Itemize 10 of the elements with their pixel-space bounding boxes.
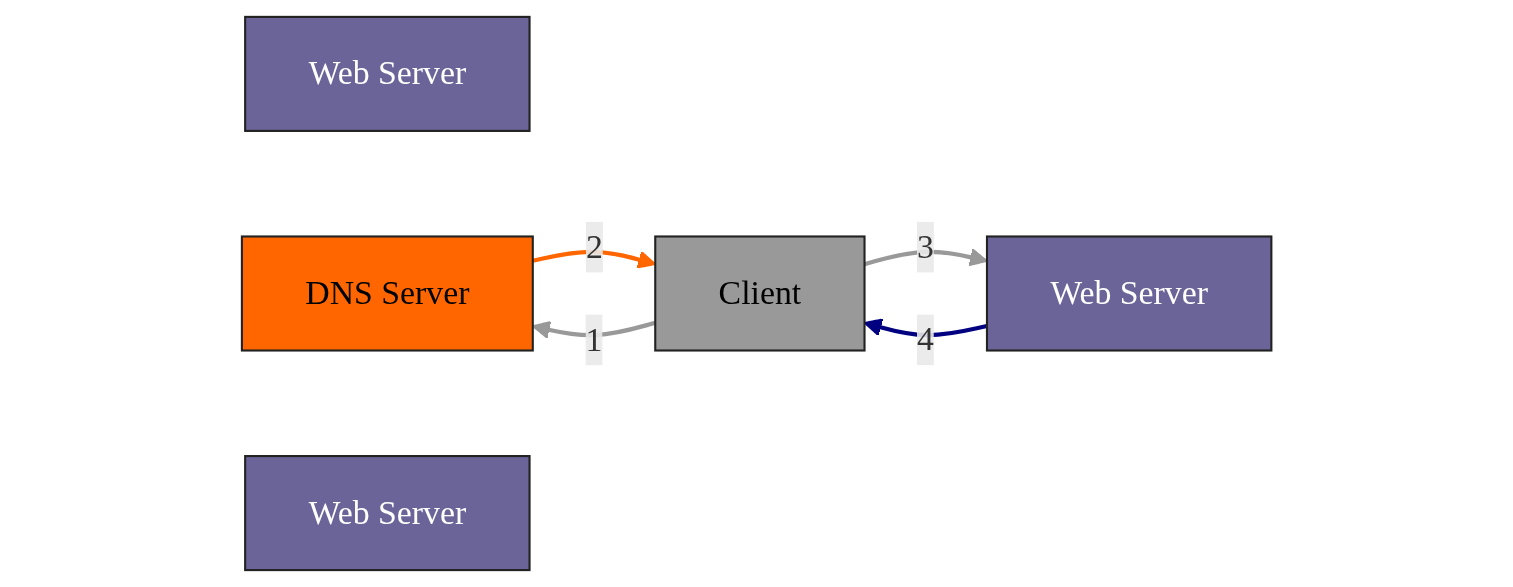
node-box: DNS Server bbox=[240, 235, 534, 352]
edge-label: 2 bbox=[585, 228, 603, 265]
edge-label: 4 bbox=[916, 320, 934, 357]
arrow bbox=[532, 249, 656, 269]
node-box: Client bbox=[654, 235, 866, 352]
edge-label: 3 bbox=[916, 228, 934, 265]
node-box: Web Server bbox=[243, 15, 531, 132]
node-box: Web Server bbox=[985, 235, 1273, 352]
edge-label: 1 bbox=[585, 320, 603, 357]
node-box: Web Server bbox=[243, 455, 531, 572]
